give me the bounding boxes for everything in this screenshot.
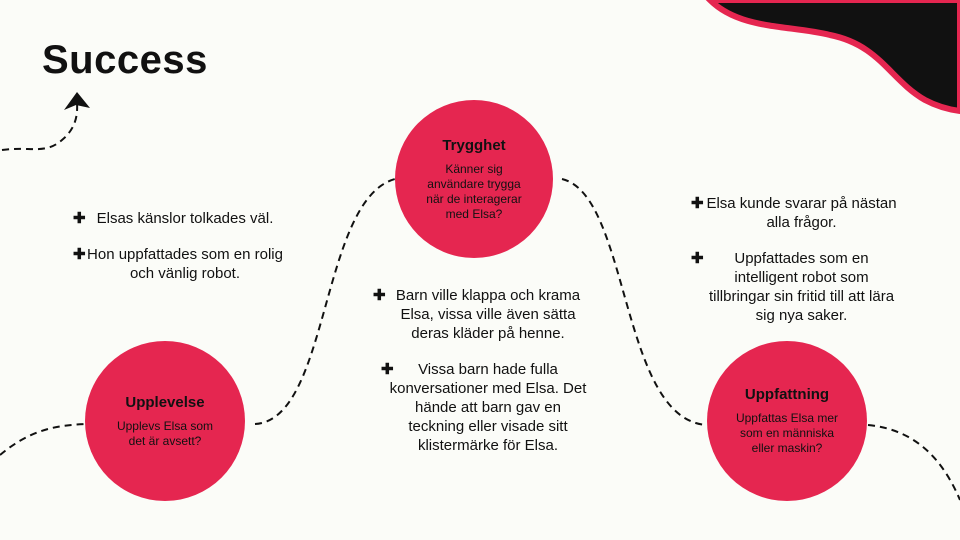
list-item: ✚Elsas känslor tolkades väl.: [73, 210, 274, 227]
list-item: ✚Elsa kunde svarar på nästan alla frågor…: [691, 195, 897, 231]
paper-plane-icon: [64, 92, 90, 110]
circle-trygghet: Trygghet Känner sig användare trygga när…: [395, 100, 553, 258]
block-uppfattning: ✚Elsa kunde svarar på nästan alla frågor…: [691, 194, 898, 342]
list-item: ✚Uppfattades som en intelligent robot so…: [691, 250, 895, 324]
circle-uppfattning: Uppfattning Uppfattas Elsa mer som en mä…: [707, 341, 867, 501]
dashed-path: [0, 102, 960, 501]
block-upplevelse: ✚Elsas känslor tolkades väl. ✚Hon uppfat…: [73, 209, 285, 300]
page-title: Success: [42, 38, 208, 82]
corner-blob: [705, 0, 960, 115]
circle-question: Uppfattas Elsa mer som en människa eller…: [735, 411, 839, 455]
circle-heading: Trygghet: [442, 136, 506, 154]
circle-heading: Uppfattning: [744, 386, 830, 403]
circle-question: Känner sig användare trygga när de inter…: [426, 161, 522, 221]
plus-icon: ✚: [373, 287, 386, 304]
circle-heading: Upplevelse: [125, 393, 205, 411]
list-item: ✚Vissa barn hade fulla konversationer me…: [381, 361, 587, 454]
circle-upplevelse: Upplevelse Upplevs Elsa som det är avset…: [85, 341, 245, 501]
plus-icon: ✚: [691, 250, 704, 267]
plus-icon: ✚: [73, 210, 86, 227]
plus-icon: ✚: [381, 361, 394, 378]
block-trygghet: ✚Barn ville klappa och krama Elsa, vissa…: [373, 286, 587, 472]
plus-icon: ✚: [691, 195, 704, 212]
list-item: ✚Hon uppfattades som en rolig och vänlig…: [73, 246, 283, 282]
circle-question: Upplevs Elsa som det är avsett?: [116, 418, 214, 448]
list-item: ✚Barn ville klappa och krama Elsa, vissa…: [373, 287, 581, 342]
plus-icon: ✚: [73, 246, 86, 263]
